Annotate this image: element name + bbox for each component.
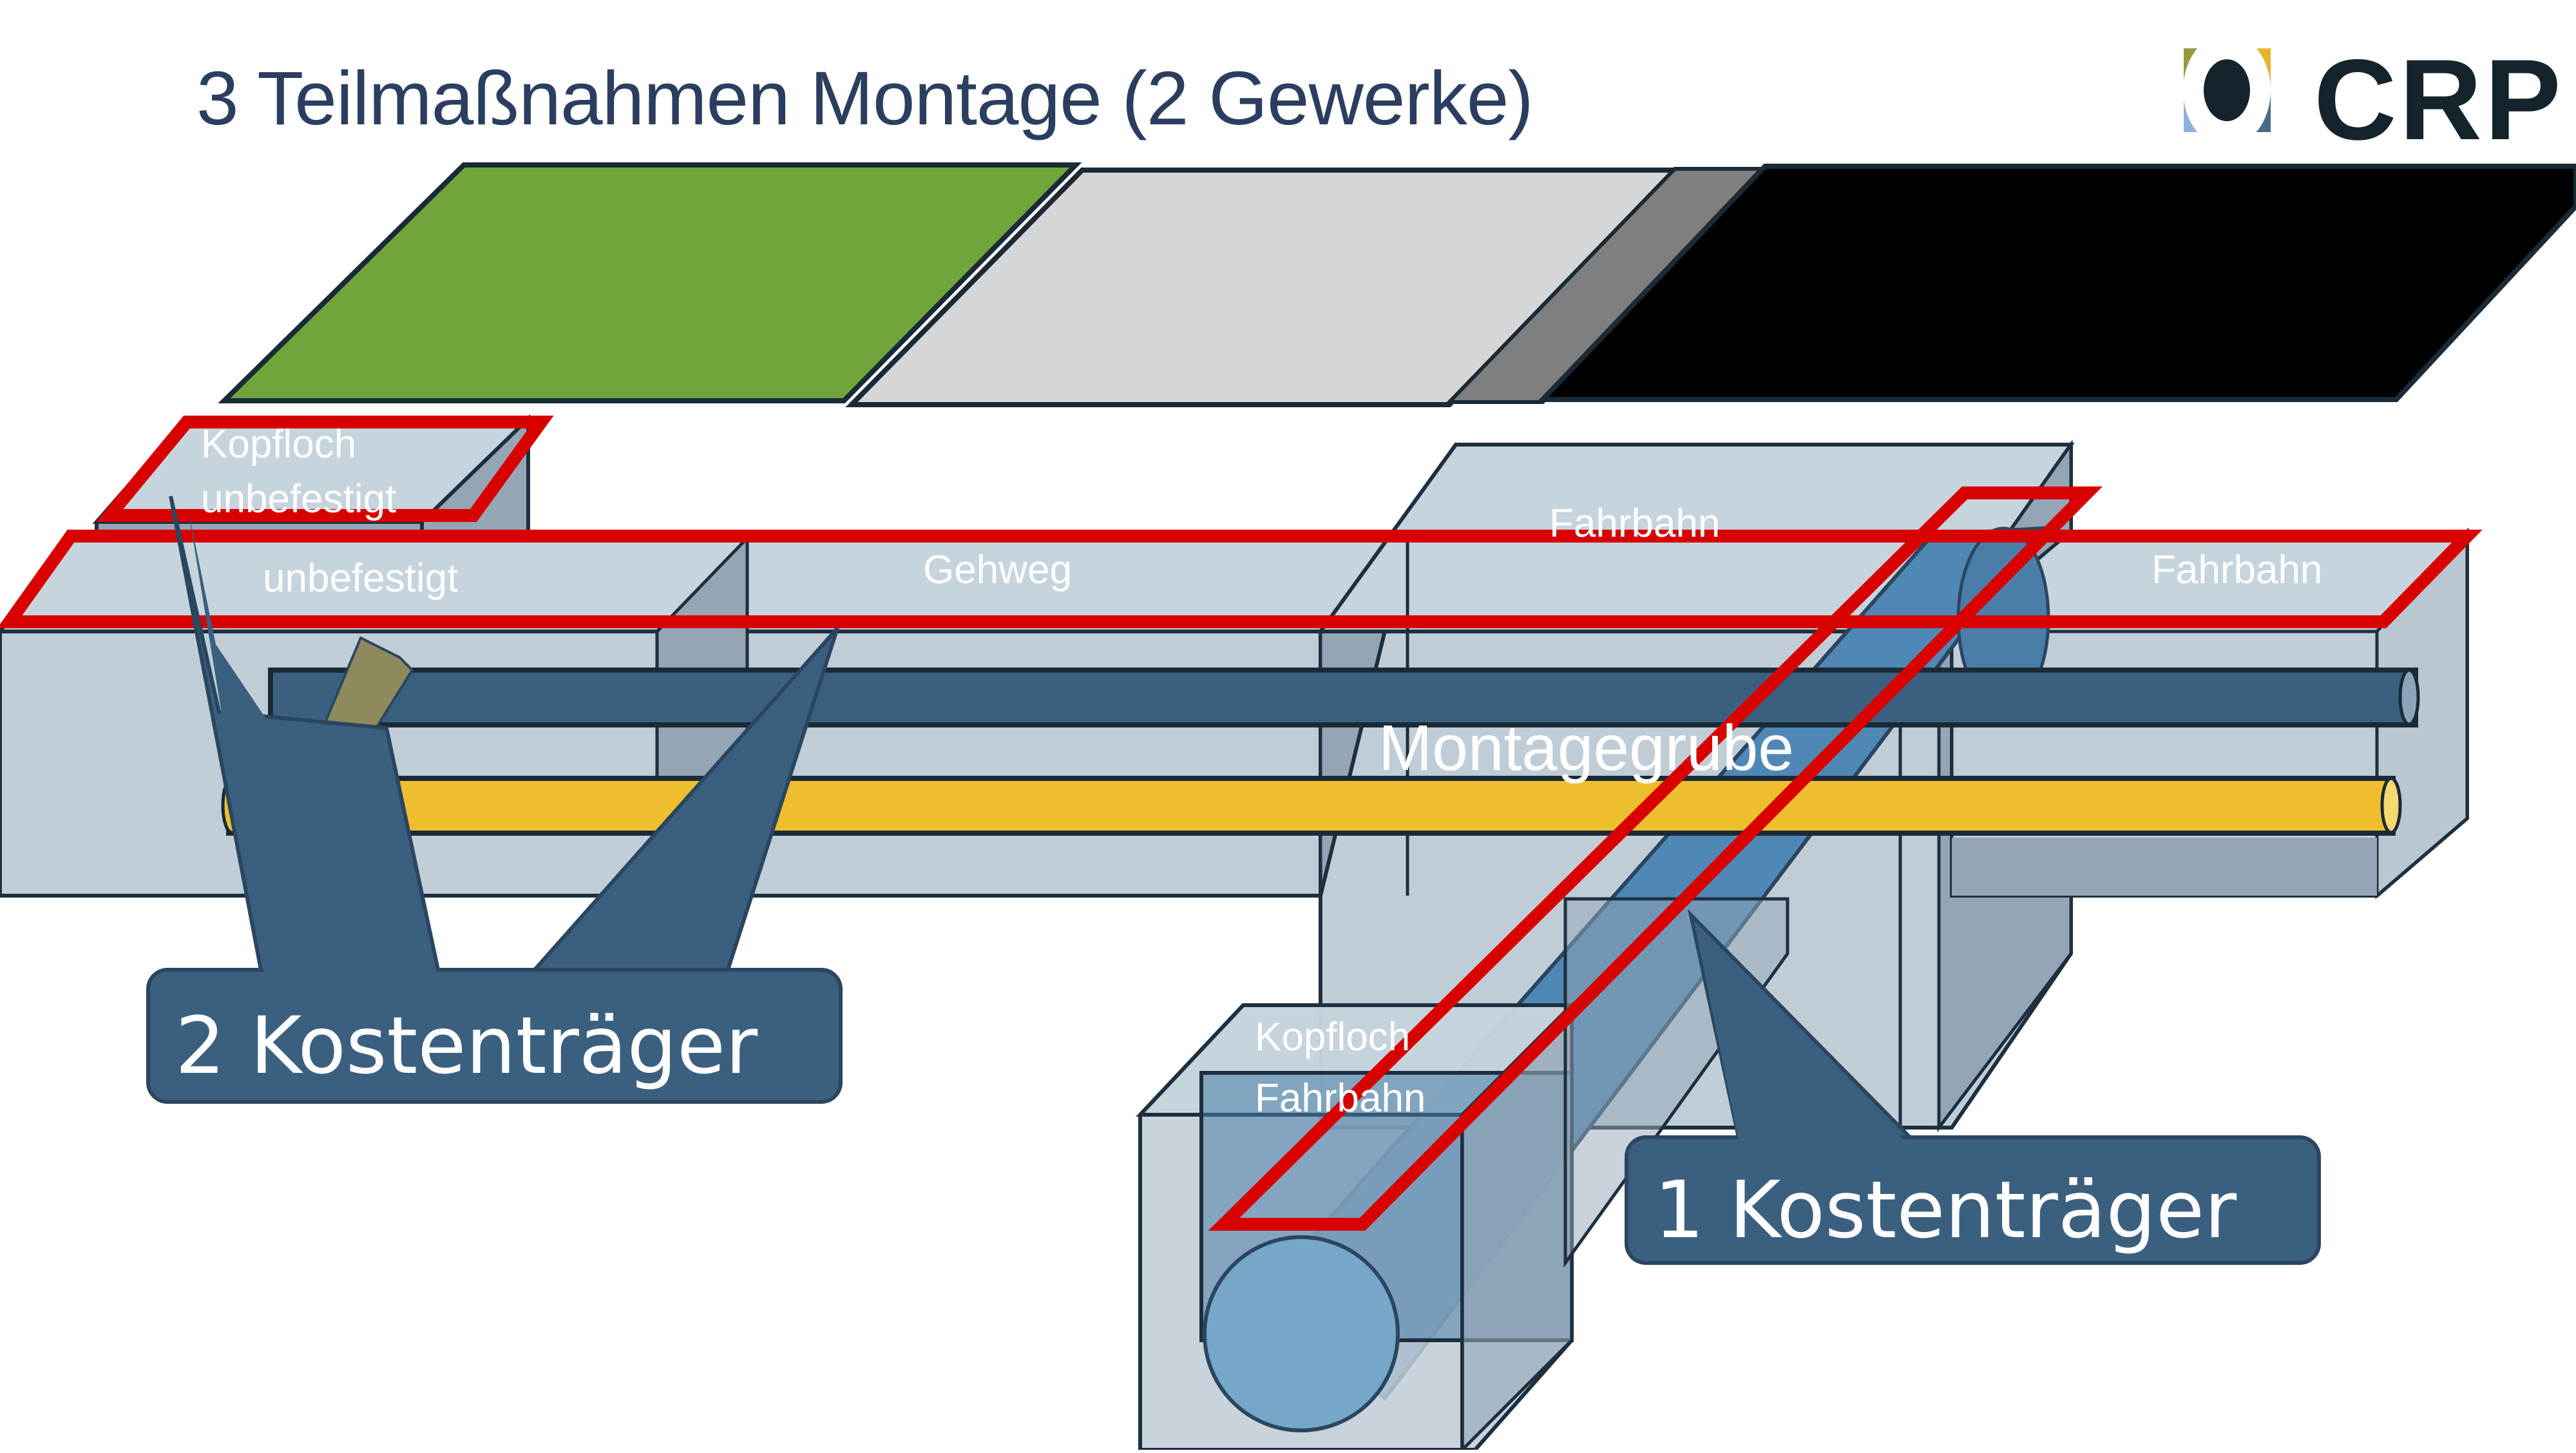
label-fahrbahn-right: Fahrbahn bbox=[2151, 548, 2322, 592]
roadway-strip bbox=[1536, 164, 2576, 402]
trench-frame bbox=[0, 530, 2483, 628]
callout-2-kostentraeger: 2 Kostenträger bbox=[146, 496, 843, 1104]
page-title: 3 Teilmaßnahmen Montage (2 Gewerke) bbox=[196, 56, 1534, 141]
label-kopfloch-unbefestigt-1: Kopfloch bbox=[201, 422, 356, 467]
horizontal-pipes bbox=[221, 668, 2420, 836]
label-unbefestigt: unbefestigt bbox=[263, 556, 458, 601]
yellow-pipe bbox=[226, 776, 2396, 836]
label-kopfloch-unbefestigt-2: unbefestigt bbox=[201, 477, 396, 521]
callout-right-text: 1 Kostenträger bbox=[1654, 1164, 2237, 1256]
kopfloch-unbefestigt-frame bbox=[95, 416, 554, 522]
callout-1-kostentraeger: 1 Kostenträger bbox=[1625, 909, 2321, 1265]
green-area-strip bbox=[218, 162, 1082, 403]
label-kopfloch-fahrbahn-1: Kopfloch bbox=[1255, 1015, 1410, 1059]
label-fahrbahn-top: Fahrbahn bbox=[1549, 501, 1720, 546]
blue-pipe bbox=[268, 668, 2418, 727]
main-pipe-frame bbox=[1208, 486, 2103, 1231]
crp-logo-icon bbox=[2183, 34, 2271, 147]
box-labels: Kopfloch unbefestigt unbefestigt Gehweg … bbox=[201, 422, 2322, 1121]
surface-strips bbox=[218, 162, 2576, 407]
callout-left-text: 2 Kostenträger bbox=[175, 1000, 758, 1092]
label-kopfloch-fahrbahn-2: Fahrbahn bbox=[1255, 1076, 1426, 1121]
logo-text: CRP bbox=[2314, 35, 2564, 164]
sidewalk-strip bbox=[845, 168, 1681, 407]
red-highlight-frames bbox=[0, 416, 2483, 1231]
label-gehweg: Gehweg bbox=[923, 548, 1072, 592]
pipe-end-ellipse bbox=[1203, 1235, 1400, 1432]
label-montagegrube: Montagegrube bbox=[1379, 712, 1794, 784]
